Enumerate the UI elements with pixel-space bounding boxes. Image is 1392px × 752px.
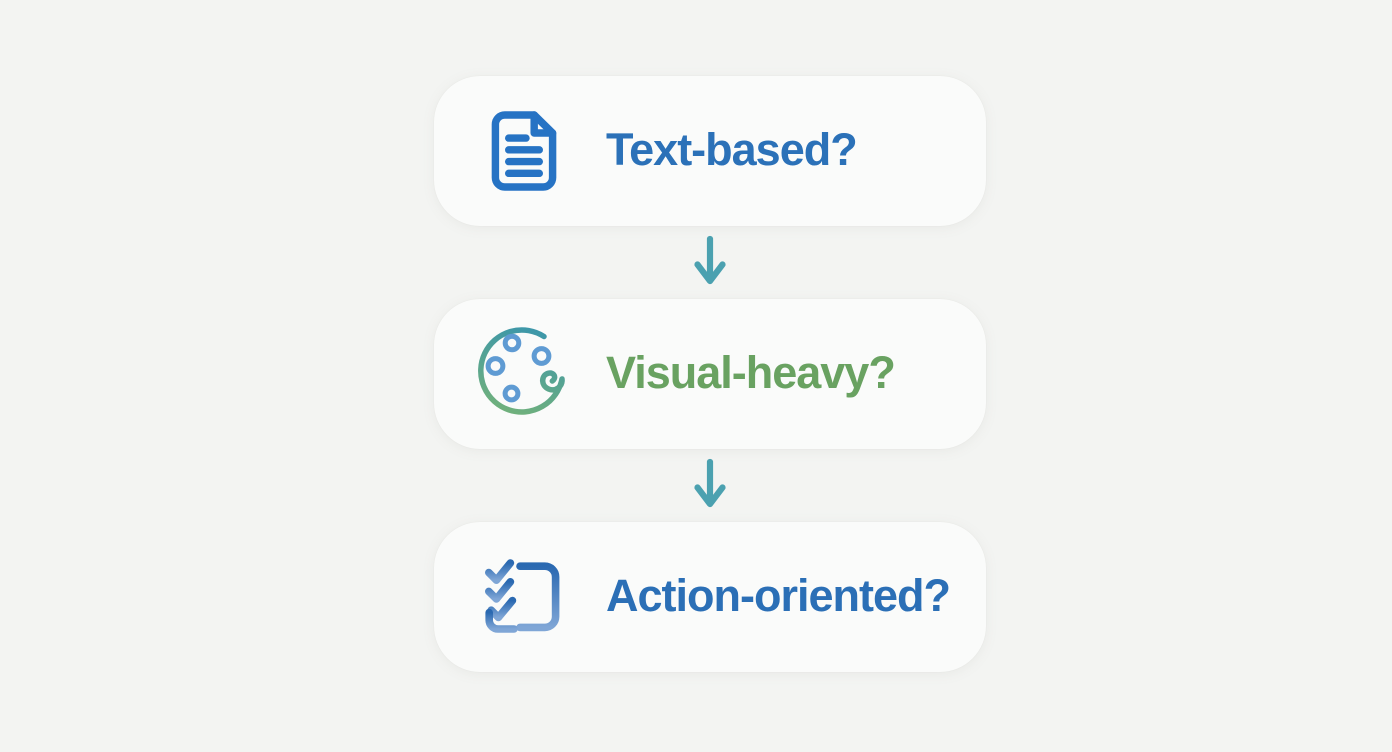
flow-node-visual-heavy: Visual-heavy? xyxy=(434,299,986,449)
flow-stack: Text-based? xyxy=(434,76,986,672)
document-icon xyxy=(474,99,574,203)
flow-node-text-based: Text-based? xyxy=(434,76,986,226)
connector-arrow-1 xyxy=(434,226,986,299)
connector-arrow-2 xyxy=(434,449,986,522)
node-label-action-oriented: Action-oriented? xyxy=(606,569,951,621)
arrow-down-icon xyxy=(694,458,726,507)
arrow-down-icon xyxy=(694,235,726,284)
checklist-icon xyxy=(474,545,574,649)
flow-node-action-oriented: Action-oriented? xyxy=(434,522,986,672)
node-label-visual-heavy: Visual-heavy? xyxy=(606,346,896,398)
node-label-text-based: Text-based? xyxy=(606,123,858,175)
palette-icon xyxy=(474,322,574,426)
